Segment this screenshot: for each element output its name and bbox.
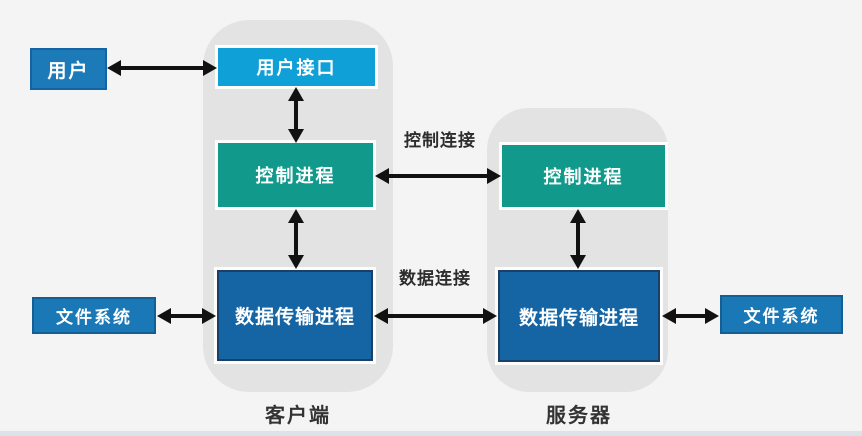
arrow-control-to-data-server-icon xyxy=(570,209,586,269)
arrow-control-to-data-client-icon xyxy=(288,209,304,269)
user-interface-node: 用户接口 xyxy=(218,48,375,86)
bottom-accent-bar xyxy=(0,431,862,436)
arrow-user-to-interface-icon xyxy=(107,60,217,76)
file-system-right-node: 文件系统 xyxy=(720,295,843,334)
arrow-data-connection-icon xyxy=(374,308,497,324)
data-connection-label: 数据连接 xyxy=(399,269,471,288)
file-system-left-node: 文件系统 xyxy=(32,297,156,334)
client-caption: 客户端 xyxy=(265,405,331,427)
arrow-interface-to-control-icon xyxy=(288,87,304,143)
arrow-filesystem-to-data-client-icon xyxy=(157,308,216,324)
data-transfer-client-node: 数据传输进程 xyxy=(217,270,373,361)
control-process-client-node: 控制进程 xyxy=(218,143,373,207)
user-node: 用户 xyxy=(30,48,107,90)
arrow-data-to-filesystem-server-icon xyxy=(662,308,719,324)
arrow-control-connection-icon xyxy=(375,168,501,184)
control-connection-label: 控制连接 xyxy=(404,131,476,150)
data-transfer-server-node: 数据传输进程 xyxy=(498,270,660,362)
control-process-server-node: 控制进程 xyxy=(502,145,665,207)
server-caption: 服务器 xyxy=(546,405,612,427)
